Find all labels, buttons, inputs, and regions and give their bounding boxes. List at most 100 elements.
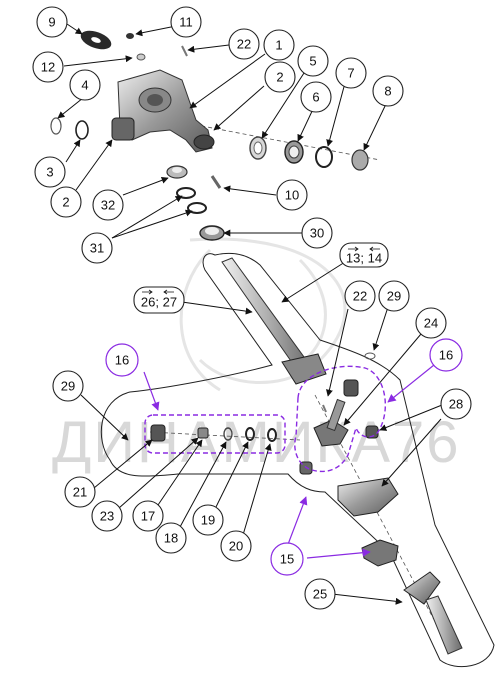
callout-19: 19	[192, 504, 224, 536]
group-16-highlight-box	[144, 414, 286, 454]
part-9-washer	[80, 30, 112, 50]
svg-text:28: 28	[449, 397, 463, 412]
part-25-output-shaft	[403, 571, 463, 655]
svg-text:19: 19	[201, 513, 215, 528]
part-32-bushing	[166, 165, 188, 179]
callout-28: 28	[440, 388, 472, 420]
part-19-ring	[245, 427, 255, 441]
svg-text:20: 20	[229, 539, 243, 554]
part-4-ring	[50, 117, 62, 135]
svg-text:24: 24	[424, 316, 438, 331]
callout-23: 23	[91, 500, 123, 532]
svg-text:26; 27: 26; 27	[141, 295, 177, 310]
callout-29-left: 29	[52, 370, 84, 402]
callout-1: 1	[263, 29, 295, 61]
svg-text:8: 8	[384, 84, 391, 99]
svg-text:18: 18	[164, 531, 178, 546]
lower-axis	[314, 394, 451, 651]
svg-text:21: 21	[73, 485, 87, 500]
svg-text:9: 9	[48, 15, 55, 30]
svg-text:16: 16	[439, 348, 453, 363]
callout-2-lower: 2	[50, 186, 82, 218]
svg-text:11: 11	[179, 15, 193, 30]
callout-8: 8	[372, 75, 404, 107]
callout-3: 3	[34, 156, 66, 188]
callout-18: 18	[155, 522, 187, 554]
part-31-rings	[176, 187, 207, 214]
callout-7: 7	[335, 57, 367, 89]
svg-text:12: 12	[41, 60, 55, 75]
svg-text:3: 3	[46, 165, 53, 180]
callout-30: 30	[301, 217, 333, 249]
svg-text:32: 32	[101, 198, 115, 213]
callout-22-lower: 22	[344, 280, 376, 312]
part-16-bearing-cap-upper	[343, 379, 359, 397]
leader-lines	[57, 23, 443, 605]
part-20-seal	[267, 428, 277, 442]
callout-12: 12	[32, 51, 64, 83]
callout-20: 20	[220, 530, 252, 562]
part-12-bushing	[136, 53, 146, 61]
svg-text:22: 22	[353, 289, 367, 304]
part-22-pin-lower	[322, 404, 327, 413]
callout-16-left: 16	[105, 343, 139, 377]
svg-text:2: 2	[62, 195, 69, 210]
svg-text:29: 29	[387, 289, 401, 304]
svg-text:10: 10	[285, 188, 299, 203]
callout-21: 21	[64, 476, 96, 508]
callout-29-right: 29	[378, 280, 410, 312]
part-7-ring	[315, 146, 333, 168]
part-6-bearing	[284, 140, 304, 164]
part-21-cap	[150, 424, 166, 442]
svg-text:30: 30	[310, 226, 324, 241]
svg-text:13; 14: 13; 14	[346, 251, 382, 266]
assembly-outline	[100, 252, 495, 668]
part-5-seal	[249, 136, 267, 160]
callout-13-14: 13; 14	[339, 242, 389, 268]
callout-11: 11	[170, 6, 202, 38]
watermark-text: ДИНАМИКА76	[52, 410, 461, 475]
part-10-bolt	[210, 175, 222, 189]
part-15-cross-lower	[361, 539, 399, 567]
svg-text:17: 17	[141, 509, 155, 524]
callout-22-upper: 22	[228, 28, 260, 60]
callout-31: 31	[81, 232, 113, 264]
callout-16-right: 16	[429, 338, 463, 372]
part-29-pin	[364, 352, 376, 360]
part-30-bushing	[199, 225, 225, 241]
callout-32: 32	[92, 189, 124, 221]
part-22-pin	[181, 45, 188, 57]
part-24-cross	[313, 398, 349, 447]
svg-text:1: 1	[275, 38, 282, 53]
callout-9: 9	[36, 6, 68, 38]
svg-text:16: 16	[115, 353, 129, 368]
callout-6: 6	[300, 81, 332, 113]
callout-2-upper: 2	[264, 61, 296, 93]
svg-text:23: 23	[100, 509, 114, 524]
svg-text:29: 29	[61, 379, 75, 394]
callout-4: 4	[69, 69, 101, 101]
svg-text:15: 15	[280, 552, 294, 567]
svg-text:6: 6	[312, 90, 319, 105]
svg-text:31: 31	[90, 241, 104, 256]
part-11-nut	[126, 33, 134, 39]
part-3-ring	[75, 120, 89, 140]
callout-5: 5	[297, 45, 329, 77]
svg-text:4: 4	[81, 78, 88, 93]
svg-text:5: 5	[309, 54, 316, 69]
svg-text:22: 22	[237, 37, 251, 52]
part-26-27-shaft	[221, 257, 327, 385]
callout-26-27: 26; 27	[133, 286, 185, 314]
part-28-yoke	[337, 477, 399, 517]
part-1-housing	[111, 69, 215, 153]
callout-15: 15	[270, 542, 304, 576]
callout-17: 17	[132, 500, 164, 532]
callout-24: 24	[415, 307, 447, 339]
part-18-washer	[223, 427, 233, 441]
svg-text:7: 7	[347, 66, 354, 81]
callout-10: 10	[276, 179, 308, 211]
group-15-highlight-outline	[294, 365, 386, 473]
callout-25: 25	[304, 578, 336, 610]
